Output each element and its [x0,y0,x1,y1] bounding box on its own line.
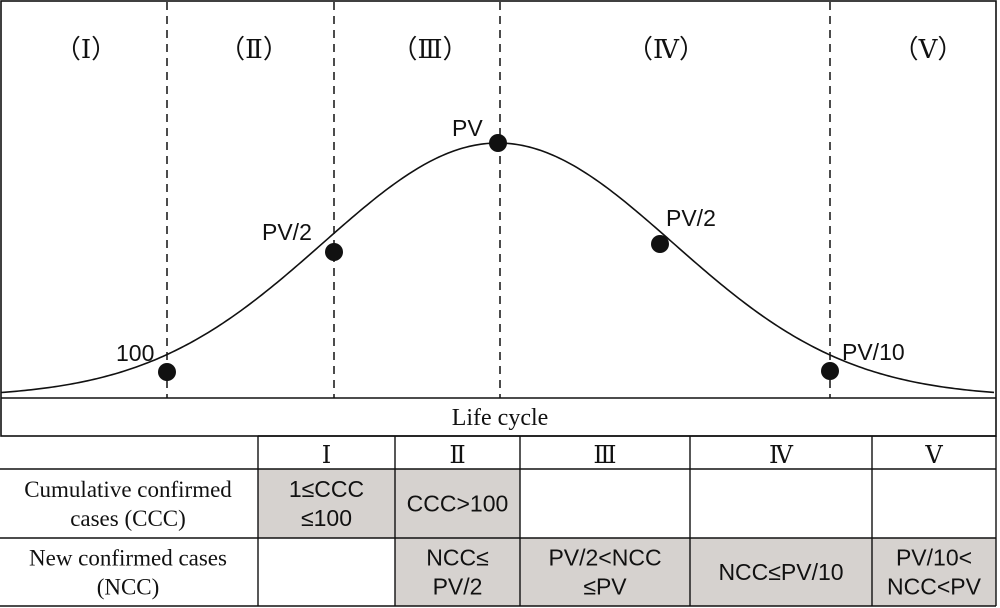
curve-point-3 [489,134,507,152]
table-header-phase-4: Ⅳ [769,443,794,469]
table-header-phase-5: Ⅴ [924,443,943,469]
table-cell: PV/10< [896,545,972,571]
phase-label-4: （Ⅳ） [627,35,705,64]
table-row-header: cases (CCC) [70,506,186,531]
phase-label-2: （Ⅱ） [219,35,289,64]
table-header-phase-2: Ⅱ [449,443,465,469]
phase-label-1: （Ⅰ） [55,35,117,64]
curve-point-label-4: PV/2 [666,205,716,231]
table-cell: ≤PV [583,573,627,599]
table-row-header: Cumulative confirmed [24,477,232,502]
curve-point-1 [158,363,176,381]
table-header-phase-3: Ⅲ [593,443,616,469]
curve-point-label-5: PV/10 [842,339,905,365]
table-cell-shade [520,538,690,606]
life-cycle-axis-label: Life cycle [452,405,549,431]
table-cell: ≤100 [301,505,352,531]
curve-point-4 [651,235,669,253]
phase-label-5: （Ⅴ） [893,35,964,64]
curve-point-5 [821,362,839,380]
curve-point-label-3: PV [452,115,483,141]
table-row-header: New confirmed cases [29,546,227,571]
table-cell-shade [872,538,996,606]
phase-label-3: （Ⅲ） [391,35,468,64]
table-cell: PV/2<NCC [548,545,661,571]
table-cell: PV/2 [433,573,483,599]
table-row-header: (NCC) [97,574,160,599]
curve-point-label-2: PV/2 [262,219,312,245]
phase-dividers [166,2,831,398]
curve-point-2 [325,243,343,261]
table-cell: NCC≤ [426,545,488,571]
curve-points: 100 PV/2 PV PV/2PV/10 [116,115,905,381]
phase-criteria-table: Ⅰ Ⅱ Ⅲ Ⅳ Ⅴ Cumulative confirmed cases (CCC) 1≤CC… [0,435,997,607]
diagram-frame [0,0,997,437]
table-cell: 1≤CCC [289,476,364,502]
table-header-phase-1: Ⅰ [322,443,331,469]
table-cell-shade [690,538,872,606]
table-cell-shade [395,469,520,538]
plot-border [0,0,997,437]
table-cell-shade [258,469,395,538]
table-cell-shade [395,538,520,606]
table-cell: CCC>100 [407,491,509,517]
table-cell: NCC≤PV/10 [718,559,843,585]
table-cell: NCC<PV [887,573,982,599]
curve-point-label-1: 100 [116,340,154,366]
phase-labels: （Ⅰ） （Ⅱ） （Ⅲ） （Ⅳ） （Ⅴ） [55,35,964,64]
